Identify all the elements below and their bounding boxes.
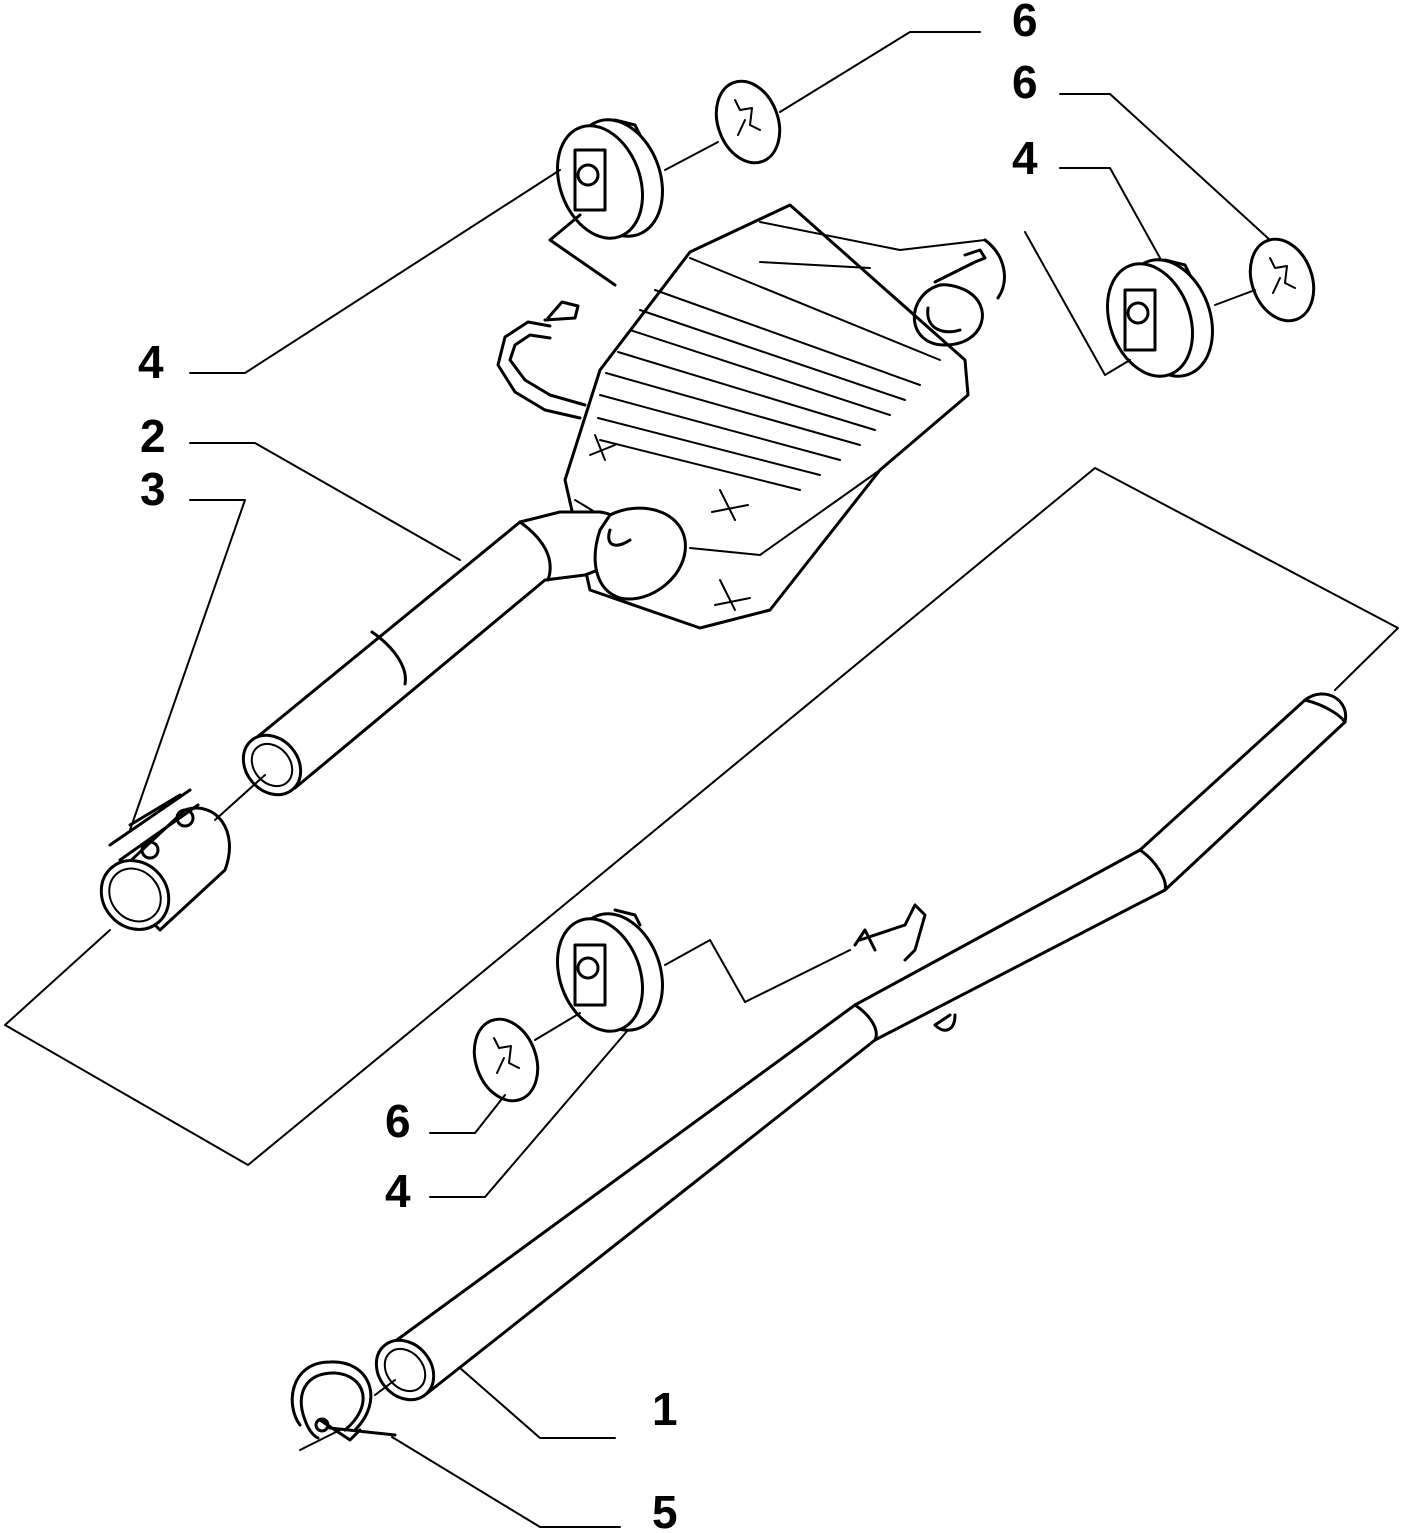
muffler-hanger-bracket-right (912, 238, 1006, 347)
callout-1: 1 (652, 1383, 678, 1435)
callout-3: 3 (140, 463, 166, 515)
hanger-washer-axis-middle (534, 1012, 581, 1041)
pipe-clamp-sleeve (99, 788, 231, 932)
muffler-hanger-bracket-left (496, 300, 587, 420)
hanger-link-line-top-right (1024, 231, 1131, 376)
washer-right (1248, 237, 1316, 323)
pipe-axis-line (374, 1379, 396, 1396)
rubber-hanger-middle (555, 908, 664, 1033)
callout-2: 2 (140, 410, 166, 462)
rubber-hanger-top-left (548, 118, 664, 287)
washer-bottom (472, 1017, 540, 1103)
washer-top (714, 79, 782, 165)
hanger-washer-axis-right (1214, 289, 1256, 306)
callout-5: 5 (652, 1486, 678, 1533)
callout-6-top: 6 (1012, 0, 1038, 46)
assembly-outline-left (4, 467, 1399, 1166)
hanger-washer-axis-top (664, 141, 719, 171)
leader-lines (129, 31, 1271, 1528)
front-exhaust-pipe (374, 692, 1348, 1402)
muffler-inlet-pipe (241, 506, 687, 797)
callout-4-right: 4 (1012, 132, 1038, 184)
hanger-link-line-middle (664, 939, 851, 1003)
exhaust-flange-ring (290, 1360, 397, 1442)
callout-6-bottom: 6 (385, 1095, 411, 1147)
callout-4-bottom: 4 (385, 1165, 411, 1217)
rubber-hanger-top-right (1105, 258, 1214, 378)
callout-4-left: 4 (138, 336, 164, 388)
callout-6-right: 6 (1012, 56, 1038, 108)
ring-axis-line (299, 1429, 341, 1451)
clamp-axis-line (214, 774, 266, 821)
